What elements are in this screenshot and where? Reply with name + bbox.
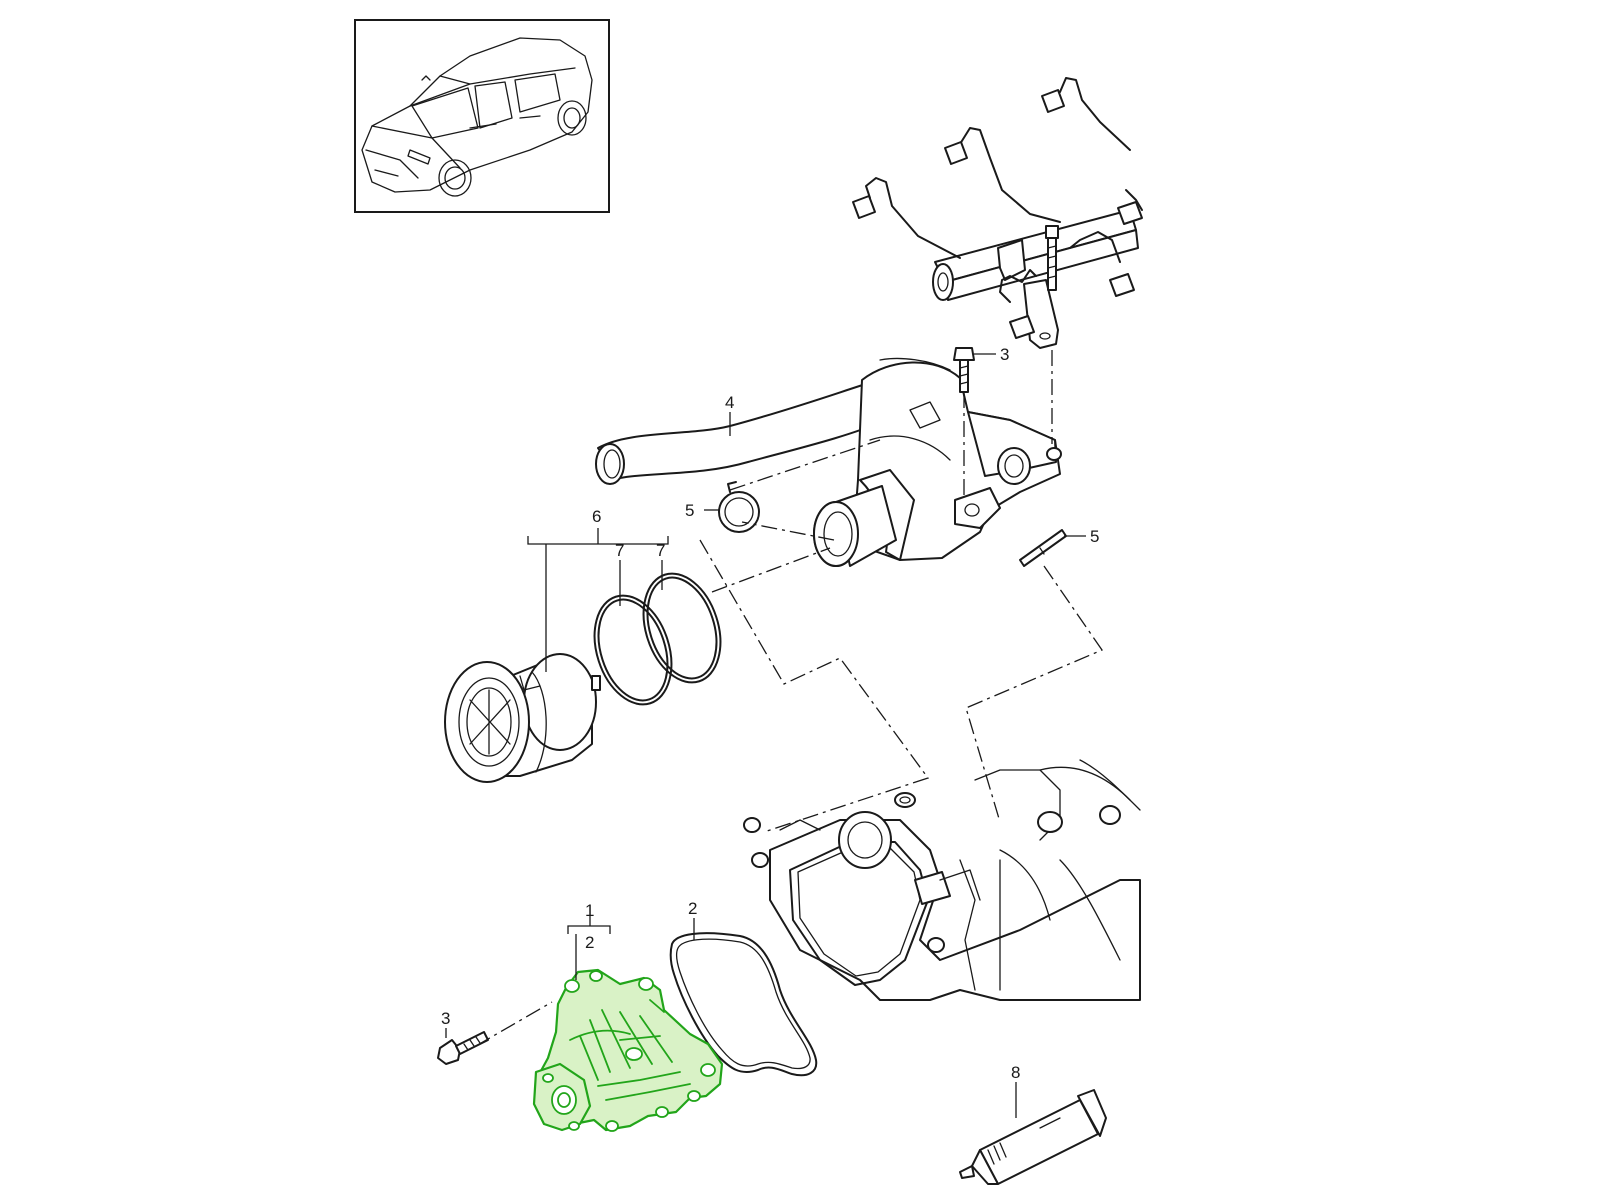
- o-ring-icon[interactable]: [581, 564, 733, 715]
- callout-2-pump: 2: [585, 933, 594, 952]
- gasket-icon[interactable]: [669, 932, 818, 1077]
- callout-1: 1: [585, 901, 594, 920]
- callout-3-lower: 3: [441, 1009, 450, 1028]
- bolt-icon[interactable]: [953, 347, 975, 393]
- vehicle-thumbnail-icon[interactable]: [354, 19, 610, 213]
- callout-7-right: 7: [656, 541, 665, 560]
- callout-2-gasket: 2: [688, 899, 697, 918]
- engine-block-icon: [743, 759, 1141, 1001]
- fuel-rail-icon: [852, 77, 1143, 349]
- callout-3-upper: 3: [1000, 345, 1009, 364]
- water-pump-icon[interactable]: [532, 968, 724, 1132]
- callout-6: 6: [592, 507, 601, 526]
- callout-5-pin: 5: [1090, 527, 1099, 546]
- bolt-icon[interactable]: [437, 1031, 489, 1065]
- sealant-tube-icon[interactable]: [959, 1089, 1107, 1185]
- thermostat-icon[interactable]: [444, 653, 601, 783]
- callout-7-left: 7: [615, 541, 624, 560]
- thermostat-housing-icon[interactable]: [595, 357, 1062, 567]
- callout-8: 8: [1011, 1063, 1020, 1082]
- retaining-clip-icon[interactable]: [718, 481, 760, 533]
- callout-leaders: [445, 353, 1086, 1118]
- pin-icon[interactable]: [1019, 529, 1067, 567]
- callout-4: 4: [725, 393, 734, 412]
- alignment-lines: [475, 350, 1103, 1047]
- callout-5-clip: 5: [685, 501, 694, 520]
